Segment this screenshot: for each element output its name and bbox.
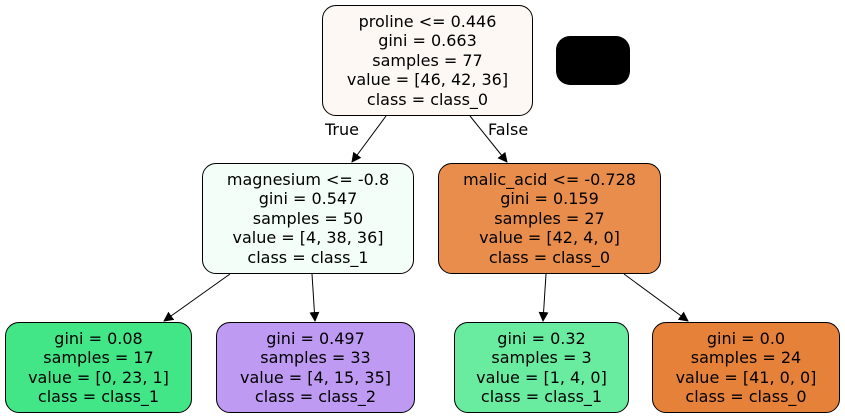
node-line: value = [4, 38, 36]	[232, 228, 384, 248]
redacted-box	[556, 36, 630, 85]
node-line: gini = 0.663	[378, 31, 477, 51]
node-line: class = class_1	[247, 247, 369, 267]
node-line: samples = 77	[372, 50, 483, 70]
edge-label-false: False	[488, 120, 529, 139]
node-line: value = [1, 4, 0]	[476, 367, 607, 387]
node-line: gini = 0.08	[54, 328, 143, 348]
edge-right-leaf4	[623, 273, 689, 322]
edge-root-left	[351, 115, 387, 163]
edge-left-leaf2	[309, 273, 320, 322]
edge-root-right	[469, 115, 508, 163]
node-line: malic_acid <= -0.728	[463, 169, 636, 189]
node-line: samples = 17	[43, 348, 154, 367]
node-line: class = class_1	[37, 387, 160, 406]
node-line: gini = 0.159	[500, 189, 599, 209]
node-line: samples = 33	[260, 348, 371, 367]
node-line: class = class_1	[480, 387, 603, 406]
node-line: samples = 27	[494, 208, 605, 228]
node-line: gini = 0.547	[258, 189, 358, 209]
edge-label-true: True	[325, 120, 359, 139]
node-line: magnesium <= -0.8	[226, 169, 390, 189]
node-line: class = class_0	[366, 89, 489, 109]
node-line: proline <= 0.446	[358, 11, 497, 31]
edge-left-leaf1	[163, 273, 231, 322]
node-line: value = [4, 15, 35]	[239, 367, 391, 387]
node-line: gini = 0.32	[497, 328, 586, 348]
node-line: samples = 24	[690, 348, 802, 367]
node-line: class = class_0	[488, 247, 611, 267]
node-line: class = class_2	[254, 387, 377, 406]
node-line: value = [0, 23, 1]	[28, 367, 169, 387]
node-line: gini = 0.0	[706, 328, 786, 348]
edge-right-leaf3	[538, 273, 549, 322]
node-line: gini = 0.497	[266, 328, 365, 348]
node-line: samples = 50	[252, 208, 364, 228]
node-line: class = class_0	[685, 387, 807, 406]
node-line: samples = 3	[491, 348, 592, 367]
node-line: value = [46, 42, 36]	[346, 70, 509, 90]
node-line: value = [42, 4, 0]	[479, 228, 620, 248]
node-line: value = [41, 0, 0]	[675, 367, 817, 387]
